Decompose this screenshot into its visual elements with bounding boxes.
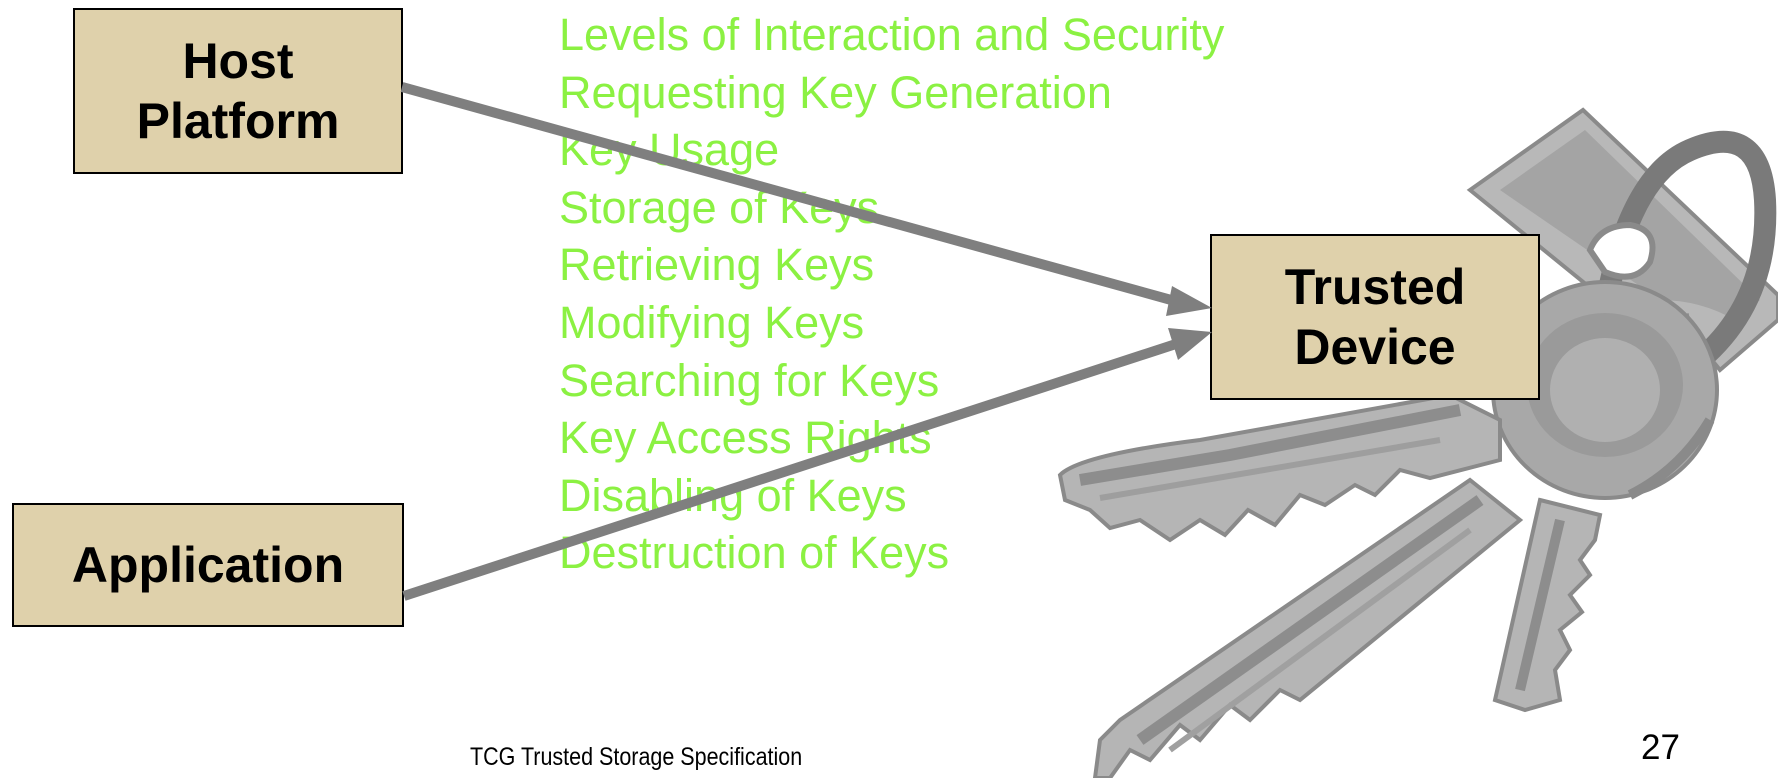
host-to-device-arrowhead <box>1166 286 1212 316</box>
topic-item: Key Access Rights <box>559 412 932 464</box>
topic-item: Key Usage <box>559 124 780 176</box>
topic-item: Searching for Keys <box>559 354 940 406</box>
host-to-device-arrow <box>400 82 1184 308</box>
topic-item: Retrieving Keys <box>559 239 875 291</box>
topic-item: Modifying Keys <box>559 296 865 348</box>
trusted-device-label: Trusted Device <box>1284 259 1466 375</box>
application-to-device-arrow <box>402 337 1184 601</box>
topic-item: Levels of Interaction and Security <box>559 9 1225 60</box>
page-number: 27 <box>1641 728 1680 767</box>
host-platform-box: Host Platform <box>73 8 403 174</box>
footer-title: TCG Trusted Storage Specification <box>470 743 803 771</box>
application-box: Application <box>12 503 404 627</box>
trusted-device-box: Trusted Device <box>1210 234 1540 400</box>
application-to-device-arrowhead <box>1168 328 1212 360</box>
topic-list: Levels of Interaction and Security Reque… <box>559 6 1224 582</box>
host-platform-label: Host Platform <box>136 33 340 149</box>
topic-item: Requesting Key Generation <box>559 66 1112 118</box>
topic-item: Disabling of Keys <box>559 469 907 521</box>
topic-item: Destruction of Keys <box>559 527 950 579</box>
application-label: Application <box>71 537 345 593</box>
